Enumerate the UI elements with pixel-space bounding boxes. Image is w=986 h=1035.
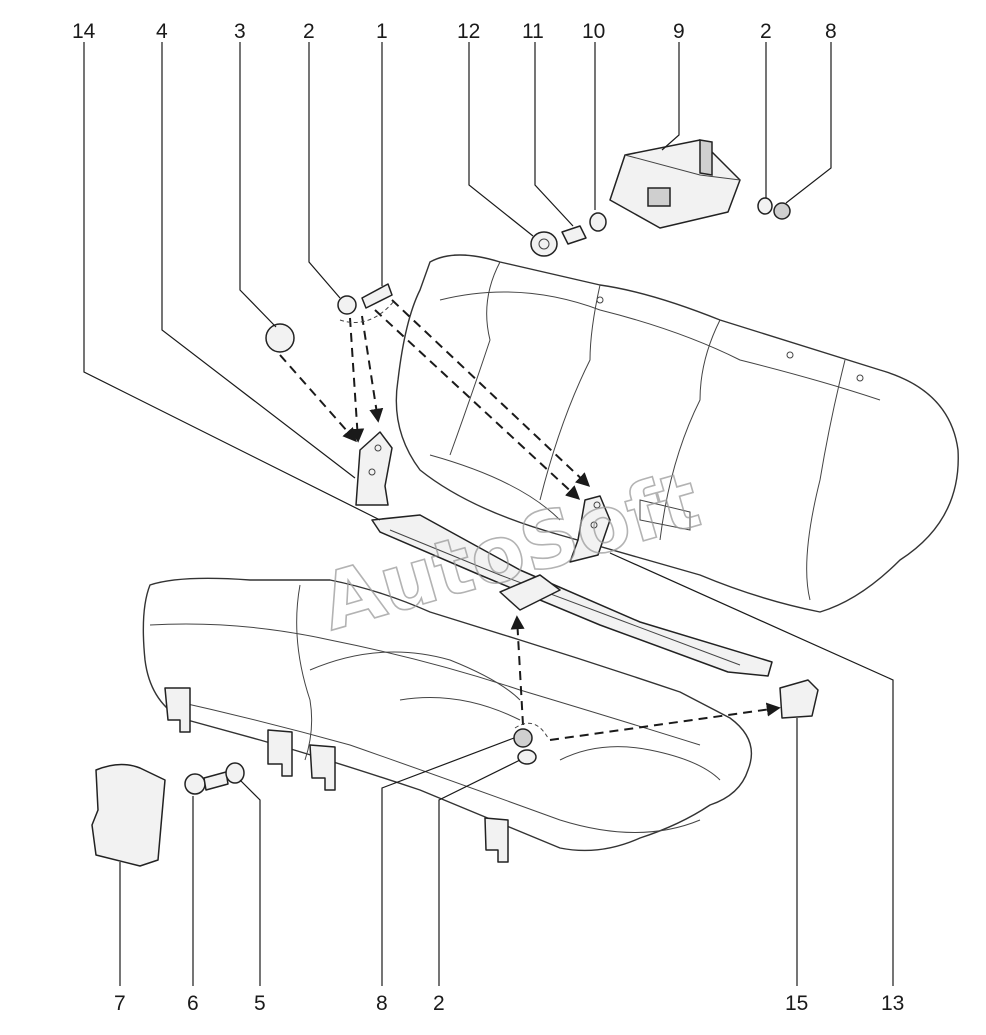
seat-cushion [142, 577, 753, 852]
callout-9: 9 [673, 20, 685, 43]
callout-8-top: 8 [825, 20, 837, 43]
callout-13: 13 [881, 992, 904, 1015]
callout-4: 4 [156, 20, 168, 43]
callout-2-top-right: 2 [760, 20, 772, 43]
callout-2-bottom: 2 [433, 992, 445, 1015]
hardware-bottom [184, 728, 537, 795]
seat-backrest [395, 254, 959, 613]
callout-labels: 14 4 3 2 1 12 11 10 9 2 8 7 6 5 8 2 15 1… [72, 20, 904, 1015]
callout-11: 11 [522, 20, 544, 43]
hinge-bracket-left [355, 431, 393, 506]
callout-14: 14 [72, 20, 96, 43]
callout-8-bottom: 8 [376, 992, 388, 1015]
callout-2-top-left: 2 [303, 20, 315, 43]
callout-6: 6 [187, 992, 199, 1015]
cushion-hooks [164, 687, 509, 863]
callout-1: 1 [376, 20, 388, 43]
callout-7: 7 [114, 992, 126, 1015]
assembly-lines [279, 299, 781, 741]
crossbar-part-13 [371, 514, 773, 677]
hardware-top [265, 197, 791, 353]
callout-3: 3 [234, 20, 246, 43]
callout-10: 10 [582, 20, 605, 43]
bracket-part-9 [609, 139, 741, 229]
cover-part-7 [91, 763, 166, 867]
mount-plate-part-15 [779, 679, 819, 719]
hinge-bracket-right [569, 495, 611, 563]
callout-15: 15 [785, 992, 808, 1015]
callout-12: 12 [457, 20, 480, 43]
callout-5: 5 [254, 992, 266, 1015]
leader-lines [83, 42, 894, 986]
